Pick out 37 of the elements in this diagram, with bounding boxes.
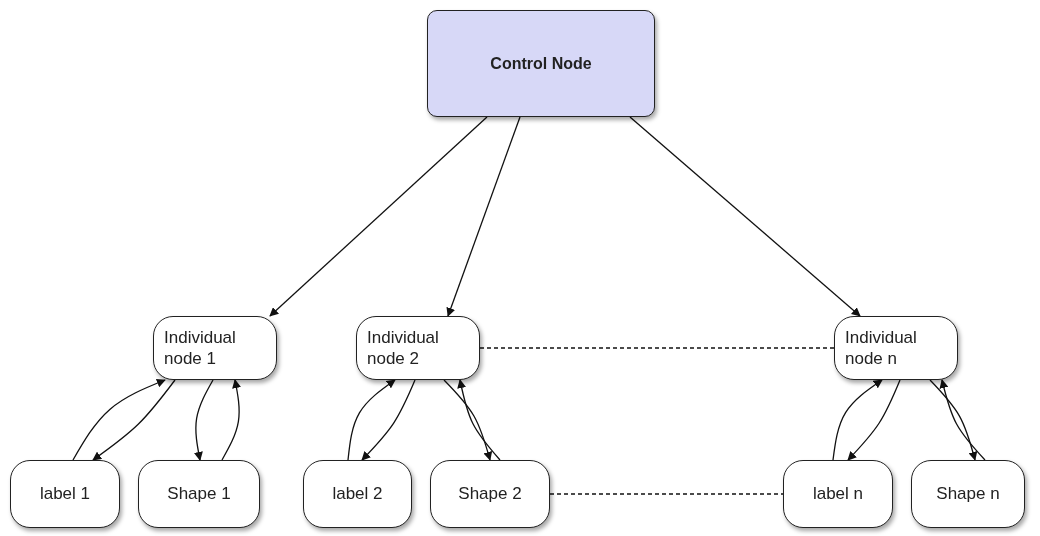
arrow <box>194 379 214 461</box>
node-box <box>356 316 480 380</box>
node-box <box>303 460 412 528</box>
node-box <box>834 316 958 380</box>
arrow <box>939 379 986 461</box>
node-box <box>138 460 260 528</box>
arrow <box>347 379 396 461</box>
arrow <box>847 379 901 461</box>
node-box <box>10 460 120 528</box>
node-box <box>911 460 1025 528</box>
node-text: label 1 <box>39 483 91 505</box>
arrow <box>361 379 416 461</box>
node-text: Individual node 2 <box>367 326 440 370</box>
dashed-line <box>549 493 784 495</box>
arrow <box>832 379 883 461</box>
arrow <box>446 116 521 317</box>
arrow <box>269 116 488 317</box>
control-node-box <box>427 10 655 117</box>
arrow <box>92 379 176 461</box>
node-box <box>430 460 550 528</box>
node-text: label n <box>812 483 864 505</box>
dashed-line <box>479 347 835 349</box>
node-text: Shape n <box>936 483 1000 505</box>
arrow <box>629 116 861 317</box>
node-text: Shape 1 <box>167 483 231 505</box>
arrow <box>457 379 501 461</box>
arrow <box>929 379 978 461</box>
arrow <box>72 378 166 461</box>
node-text: Individual node n <box>845 326 918 370</box>
arrow <box>443 379 493 461</box>
arrow <box>221 379 241 461</box>
node-text: Shape 2 <box>458 483 522 505</box>
node-text: Individual node 1 <box>164 326 237 370</box>
node-text: label 2 <box>332 483 383 505</box>
node-box <box>783 460 893 528</box>
node-box <box>153 316 277 380</box>
node-text: Control Node <box>490 53 592 74</box>
